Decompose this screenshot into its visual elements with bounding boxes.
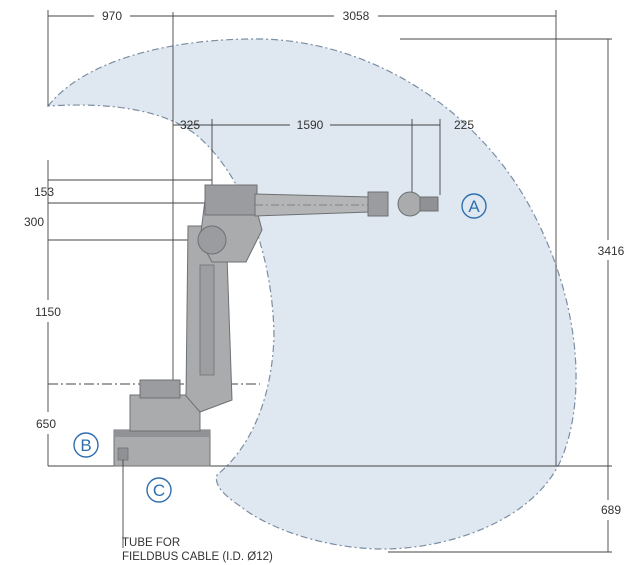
dim-1590: 1590 bbox=[297, 118, 324, 132]
work-envelope bbox=[46, 38, 577, 550]
dim-970: 970 bbox=[102, 9, 122, 23]
robot-illustration bbox=[113, 184, 439, 548]
dim-689: 689 bbox=[601, 503, 621, 517]
label-a-circle bbox=[461, 193, 487, 219]
dim-1150: 1150 bbox=[35, 305, 61, 319]
dim-3058: 3058 bbox=[343, 9, 370, 23]
label-c-circle bbox=[146, 477, 172, 503]
label-b-circle bbox=[73, 432, 99, 458]
label-c: C bbox=[153, 481, 165, 500]
dim-3416: 3416 bbox=[598, 244, 625, 258]
label-b: B bbox=[80, 436, 91, 455]
dim-225: 225 bbox=[454, 118, 474, 132]
dim-300: 300 bbox=[24, 215, 44, 229]
dim-325: 325 bbox=[180, 118, 200, 132]
dim-153: 153 bbox=[34, 185, 54, 199]
dim-650: 650 bbox=[36, 417, 56, 431]
tube-note-line2: FIELDBUS CABLE (I.D. Ø12) bbox=[122, 551, 273, 563]
label-a: A bbox=[468, 197, 480, 216]
tube-note-line1: TUBE FOR bbox=[122, 537, 180, 549]
